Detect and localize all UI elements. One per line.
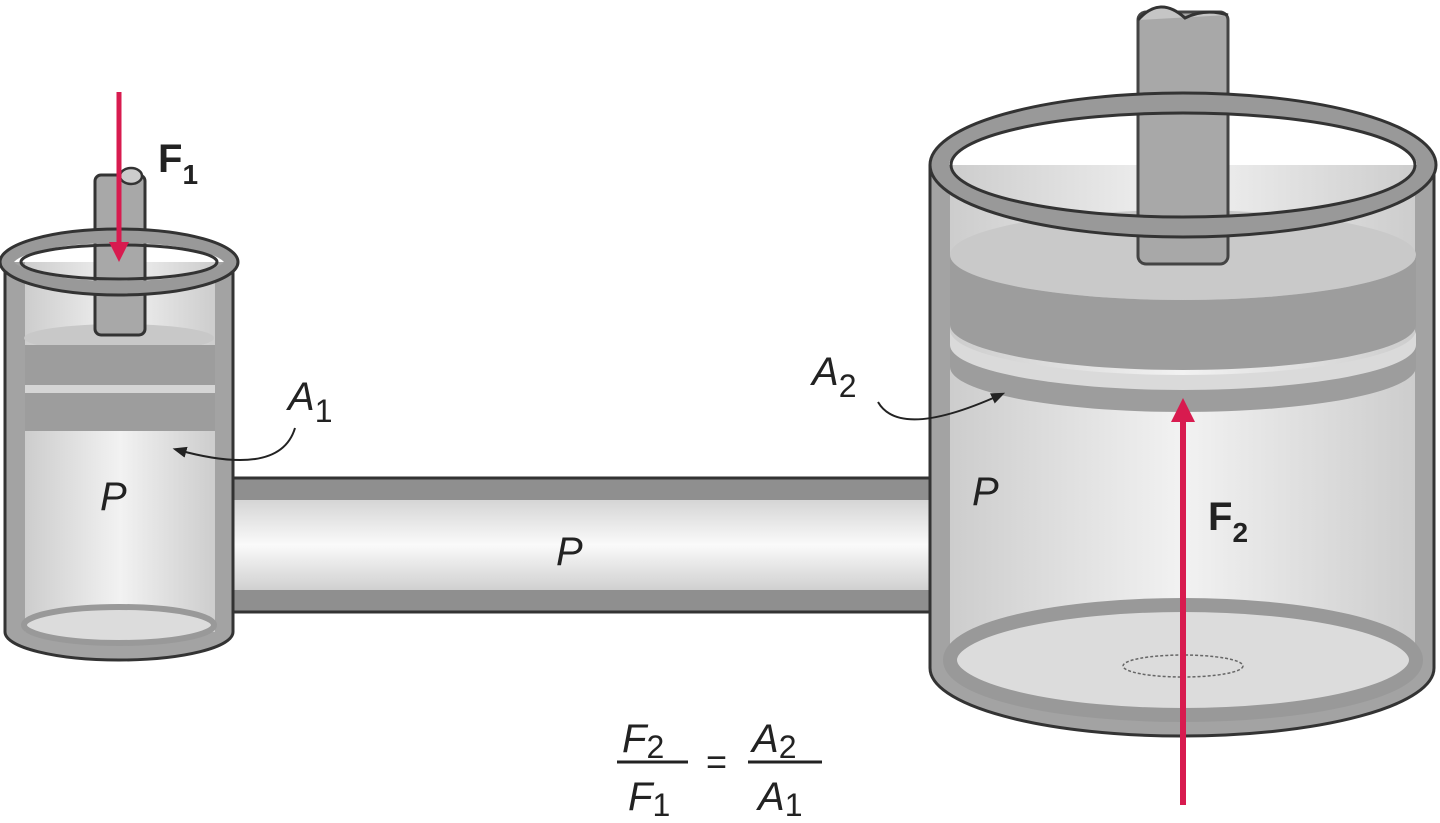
label-a2: A2 xyxy=(810,350,856,404)
label-pressure-pipe: P xyxy=(556,530,583,574)
connecting-pipe xyxy=(213,476,947,614)
label-pressure-large: P xyxy=(972,470,999,514)
eq-equals: = xyxy=(706,741,727,782)
label-f2: F2 xyxy=(1208,495,1248,548)
eq-den-right: A1 xyxy=(756,775,802,823)
eq-den-left: F1 xyxy=(628,775,670,823)
area-a2-pointer xyxy=(877,392,1006,421)
label-f1: F1 xyxy=(158,137,198,190)
area-a1-pointer xyxy=(172,427,296,461)
eq-num-right: A2 xyxy=(750,717,796,765)
label-a1: A1 xyxy=(286,375,332,429)
label-pressure-small: P xyxy=(100,475,127,519)
eq-num-left: F2 xyxy=(622,717,664,765)
equation: F2 F1 = A2 A1 xyxy=(617,717,822,823)
